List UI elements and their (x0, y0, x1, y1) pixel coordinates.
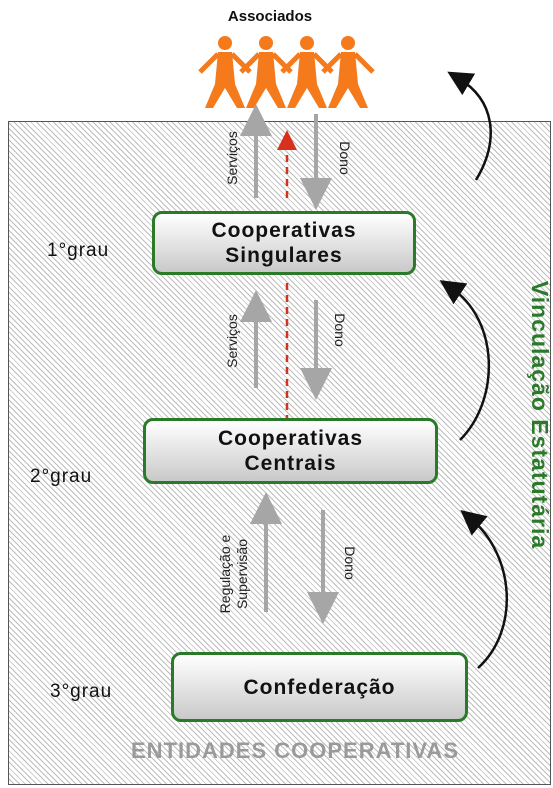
box-line-2: Singulares (225, 244, 343, 267)
arrow-label-servicos-top: Serviços (224, 131, 240, 185)
arrow-label-dono-low: Dono (342, 546, 358, 580)
arrow-label-servicos-mid: Serviços (224, 314, 240, 368)
arrow-label-regulacao-line2: Supervisão (234, 538, 250, 610)
box-cooperativas-singulares: Cooperativas Singulares (152, 211, 416, 275)
grau-label-3: 3°grau (50, 681, 113, 702)
arrow-label-dono-top: Dono (337, 141, 353, 175)
entidades-cooperativas-label: ENTIDADES COOPERATIVAS (131, 738, 459, 763)
curved-arrow-icon (460, 510, 508, 669)
curved-arrow-icon (439, 280, 491, 441)
box-cooperativas-centrais: Cooperativas Centrais (143, 418, 438, 484)
curved-arrow-icon (447, 71, 492, 181)
box-line-1: Cooperativas (211, 219, 357, 242)
arrow-label-dono-mid: Dono (332, 313, 348, 347)
grau-label-2: 2°grau (30, 466, 93, 487)
arrow-label-regulacao-line1: Regulação e (217, 534, 233, 614)
people-chain-icon (198, 36, 375, 108)
arrow-label-regulacao: Regulação e Supervisão (217, 519, 253, 629)
box-line-1: Confederação (243, 675, 396, 699)
box-line-1: Cooperativas (217, 427, 364, 450)
associados-label: Associados (227, 8, 313, 25)
box-line-2: Centrais (244, 452, 337, 475)
box-confederacao: Confederação (171, 652, 468, 722)
vinculacao-estatutaria-label: Vinculação Estatutária (527, 280, 553, 550)
grau-label-1: 1°grau (47, 240, 110, 261)
